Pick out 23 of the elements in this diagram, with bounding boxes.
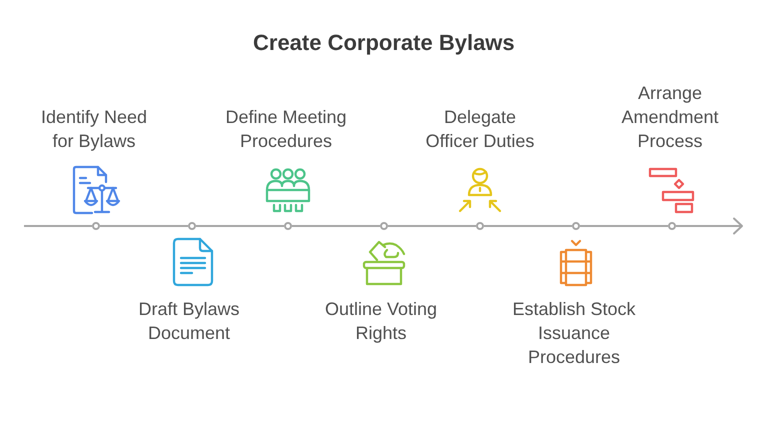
step-label: Arrange Amendment Process [620,82,720,153]
step-label: Outline Voting Rights [324,298,438,345]
timeline-dot [188,222,196,230]
timeline-dot [668,222,676,230]
timeline-dot [92,222,100,230]
timeline-line [484,225,572,227]
timeline-dot [284,222,292,230]
step-label: Draft Bylaws Document [138,298,240,345]
timeline-line [196,225,284,227]
step-label: Define Meeting Procedures [224,106,348,153]
step-label: Identify Need for Bylaws [40,106,148,153]
timeline-arrow [676,218,743,234]
timeline-line [24,225,92,227]
timeline-line [580,225,668,227]
timeline-dot [476,222,484,230]
step-label: Delegate Officer Duties [425,106,535,153]
timeline-line [100,225,188,227]
timeline-dot [572,222,580,230]
diagram-title: Create Corporate Bylaws [253,30,515,56]
timeline-line [388,225,476,227]
step-label: Establish Stock Issuance Procedures [512,298,636,369]
timeline-dot [380,222,388,230]
timeline-line [292,225,380,227]
